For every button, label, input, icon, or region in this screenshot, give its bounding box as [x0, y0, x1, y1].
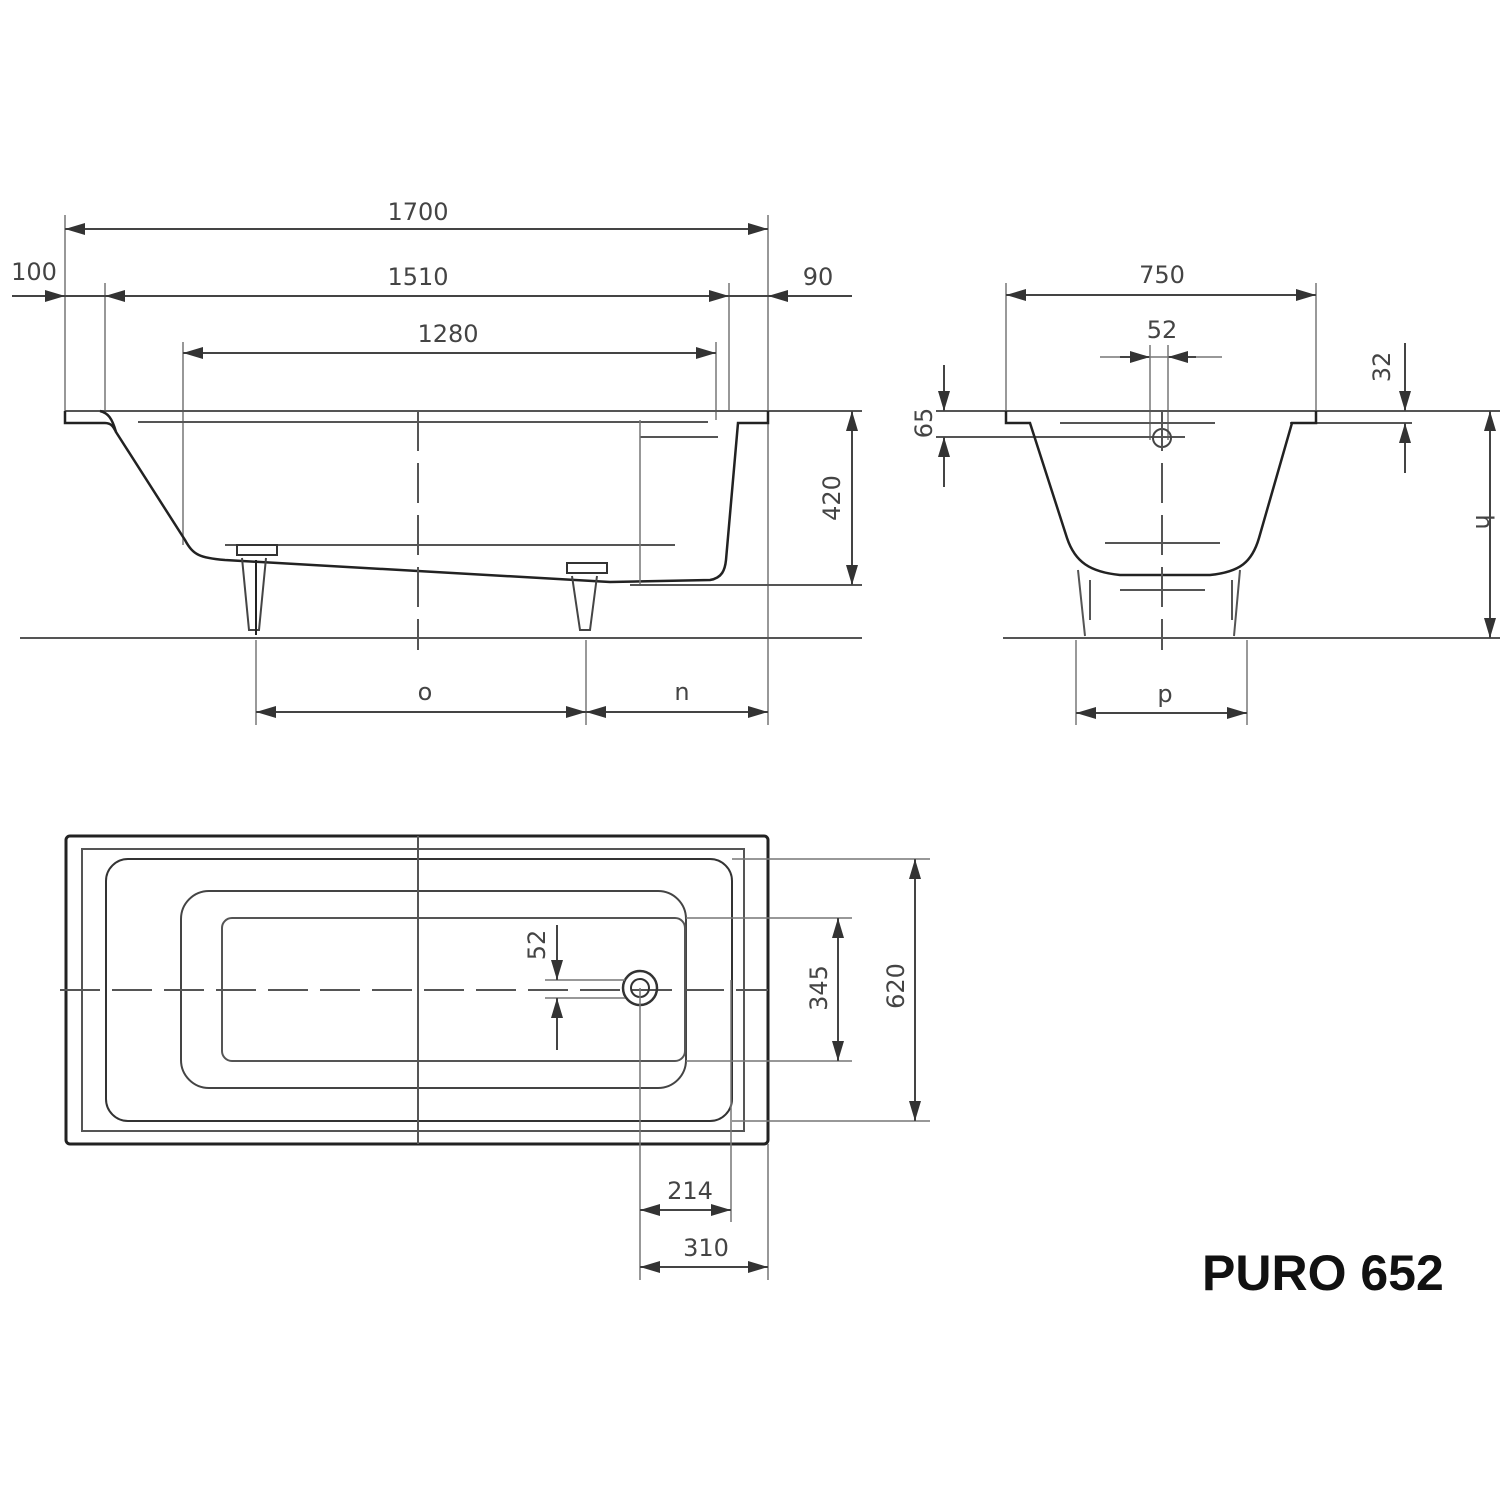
dim-right-rim: 90 — [803, 263, 834, 291]
model-title: PURO 652 — [1202, 1245, 1444, 1301]
dim-inner-width: 620 — [882, 963, 910, 1009]
dim-left-rim: 100 — [11, 258, 57, 286]
foot-right — [566, 562, 608, 631]
side-view: 1700 1510 100 90 1280 — [11, 198, 862, 725]
dim-overall-width: 750 — [1139, 261, 1185, 289]
dim-depth: 420 — [818, 475, 846, 521]
end-view: 750 52 65 32 h p — [910, 261, 1500, 725]
dim-overflow-offset-left: 65 — [910, 408, 938, 439]
dim-drain-offset: 214 — [667, 1177, 713, 1205]
dim-foot-offset: n — [674, 678, 689, 706]
dim-overflow-width: 52 — [1147, 316, 1178, 344]
dim-overflow-offset-right: 32 — [1368, 352, 1396, 383]
dim-foot-spacing: o — [418, 678, 433, 706]
dim-inner-length: 1510 — [387, 263, 448, 291]
dim-height: h — [1470, 514, 1498, 529]
foot-left — [236, 544, 278, 635]
dim-foot-width: p — [1157, 680, 1172, 708]
dim-overall-length: 1700 — [387, 198, 448, 226]
dim-drain-diameter: 52 — [523, 930, 551, 961]
dim-drain-to-end: 310 — [683, 1234, 729, 1262]
plan-view: 52 345 620 214 310 — [60, 834, 930, 1280]
dim-bottom-length: 1280 — [417, 320, 478, 348]
dim-bottom-width: 345 — [805, 965, 833, 1011]
